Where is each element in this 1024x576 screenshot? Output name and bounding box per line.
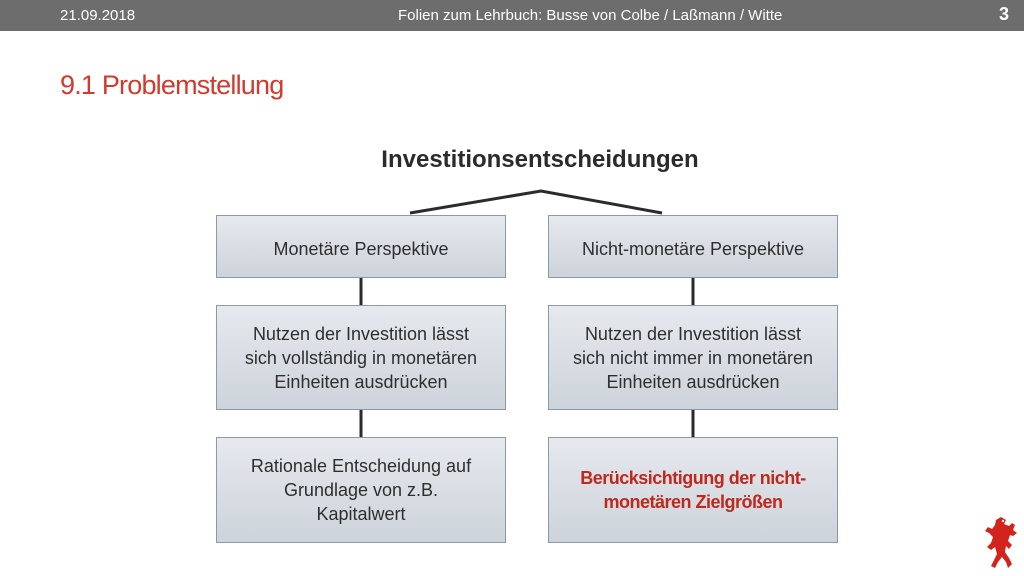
right-consequence-box: Berücksichtigung der nicht- monetären Zi… [548, 437, 838, 543]
root-connector [409, 189, 663, 215]
right-description-box: Nutzen der Investition lässt sich nicht … [548, 305, 838, 410]
header-date: 21.09.2018 [60, 7, 136, 24]
left-perspective-label: Monetäre Perspektive [273, 239, 449, 259]
left-consequence-box: Rationale Entscheidung auf Grundlage von… [216, 437, 506, 543]
diagram-root-title: Investitionsentscheidungen [381, 146, 699, 173]
left-consequence-text: Rationale Entscheidung auf Grundlage von… [250, 456, 472, 524]
header-bar: 21.09.2018 Folien zum Lehrbuch: Busse vo… [0, 0, 1024, 31]
right-perspective-box: Nicht-monetäre Perspektive [548, 215, 838, 278]
left-perspective-box: Monetäre Perspektive [216, 215, 506, 278]
slide-number: 3 [999, 4, 1010, 24]
slide-title: 9.1 Problemstellung [60, 70, 284, 100]
bear-crest-icon [985, 517, 1017, 568]
right-perspective-label: Nicht-monetäre Perspektive [581, 239, 805, 259]
right-consequence-text: Berücksichtigung der nicht- monetären Zi… [580, 468, 806, 512]
right-description-text: Nutzen der Investition lässt sich nicht … [572, 323, 814, 392]
left-description-box: Nutzen der Investition lässt sich vollst… [216, 305, 506, 410]
left-description-text: Nutzen der Investition lässt sich vollst… [244, 323, 478, 392]
header-footer-title: Folien zum Lehrbuch: Busse von Colbe / L… [398, 7, 783, 24]
